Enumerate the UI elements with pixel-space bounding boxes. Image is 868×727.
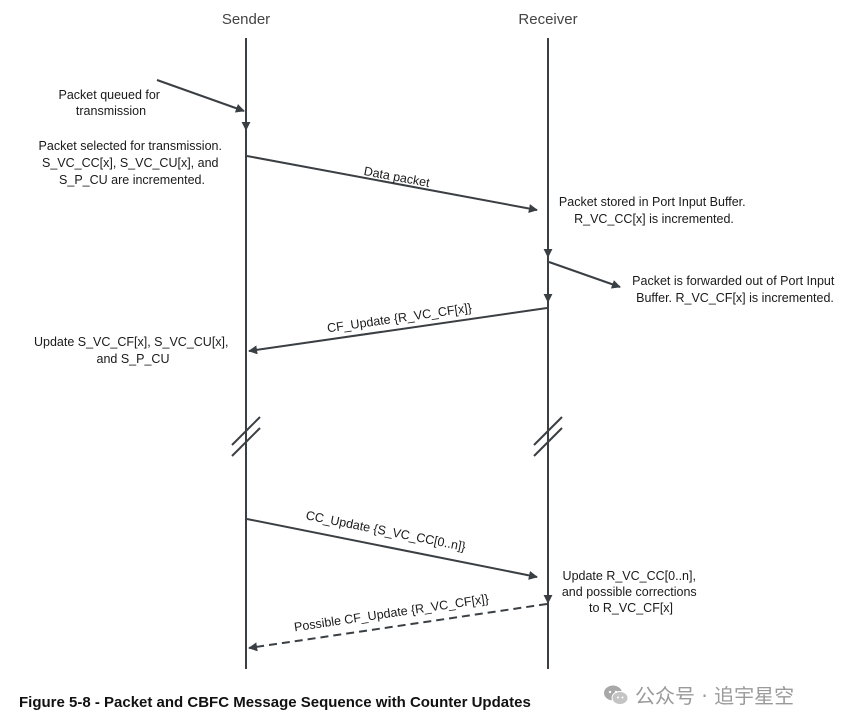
watermark-text: 公众号 · 追宇星空: [635, 684, 795, 708]
note-update-receiver: Update R_VC_CC[0..n], and possible corre…: [562, 569, 700, 615]
note-update-receiver-line-1: Update R_VC_CC[0..n],: [563, 569, 696, 583]
note-queued: Packet queued for transmission: [59, 88, 164, 118]
note-queued-line-2: transmission: [76, 104, 146, 118]
data-packet-arrow: [246, 155, 538, 213]
note-queued-line-1: Packet queued for: [59, 88, 160, 102]
note-stored-line-2: R_VC_CC[x] is incremented.: [574, 212, 734, 226]
receiver-break-mark: [533, 416, 563, 457]
forward-out-arrow: [548, 261, 621, 289]
watermark: 公众号 · 追宇星空: [603, 680, 794, 709]
note-selected-line-3: S_P_CU are incremented.: [59, 173, 205, 187]
sender-break-mark: [231, 416, 261, 457]
possible-cf-update-arrow: [248, 603, 548, 652]
note-selected-line-2: S_VC_CC[x], S_VC_CU[x], and: [42, 156, 219, 170]
note-update-sender-line-2: and S_P_CU: [97, 352, 170, 366]
note-stored-line-1: Packet stored in Port Input Buffer.: [559, 195, 746, 209]
sender-header: Sender: [222, 11, 270, 28]
queued-arrow: [156, 79, 245, 113]
note-update-receiver-line-2: and possible corrections: [562, 585, 697, 599]
cf-update-arrow: [248, 307, 548, 355]
cc-update-arrow: [246, 518, 538, 580]
note-selected-line-1: Packet selected for transmission.: [39, 139, 222, 153]
note-update-receiver-line-3: to R_VC_CF[x]: [589, 601, 673, 615]
receiver-header: Receiver: [518, 11, 577, 28]
note-forwarded-line-2: Buffer. R_VC_CF[x] is incremented.: [636, 291, 834, 305]
note-update-sender-line-1: Update S_VC_CF[x], S_VC_CU[x],: [34, 335, 229, 349]
note-forwarded: Packet is forwarded out of Port Input Bu…: [632, 274, 838, 305]
note-selected: Packet selected for transmission. S_VC_C…: [39, 139, 226, 187]
wechat-icon: [604, 685, 629, 705]
figure-caption: Figure 5-8 - Packet and CBFC Message Seq…: [19, 694, 531, 711]
note-stored: Packet stored in Port Input Buffer. R_VC…: [559, 195, 749, 226]
note-forwarded-line-1: Packet is forwarded out of Port Input: [632, 274, 835, 288]
note-update-sender: Update S_VC_CF[x], S_VC_CU[x], and S_P_C…: [34, 335, 232, 366]
data-packet-label: Data packet: [363, 164, 432, 190]
